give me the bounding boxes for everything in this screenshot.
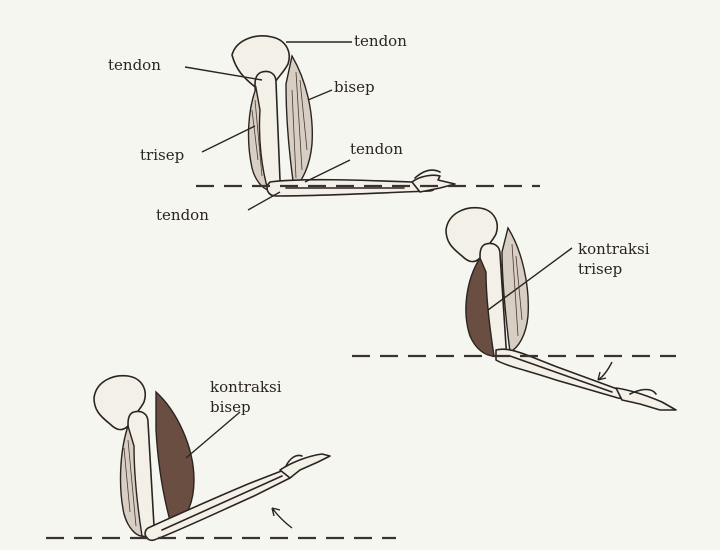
fig1-label-tendon-top-left: tendon [108, 56, 161, 74]
fig3-biceps-contracted [156, 392, 194, 528]
fig1-label-bisep: bisep [334, 78, 375, 96]
fig2-label-line1: kontraksi [578, 240, 650, 258]
fig3-motion-arrow-icon [272, 508, 292, 528]
fig2-label-line2: trisep [578, 260, 622, 278]
fig3-leader-kontraksi-bisep [186, 412, 240, 458]
fig3-label-line1: kontraksi [210, 378, 282, 396]
figure-3-biceps-contraction: kontraksi bisep [46, 376, 396, 541]
fig1-label-tendon-elbow-right: tendon [350, 140, 403, 158]
fig1-label-tendon-elbow-bottom: tendon [156, 206, 209, 224]
fig1-leader-bisep [308, 90, 332, 100]
fig1-label-trisep: trisep [140, 146, 184, 164]
fig1-label-tendon-top-right: tendon [354, 32, 407, 50]
figure-2-triceps-contraction: kontraksi trisep [352, 208, 676, 410]
fig3-label-line2: bisep [210, 398, 251, 416]
fig1-leader-tendon-elbow-right [305, 160, 350, 182]
figure-1-arm-relaxed: tendon tendon bisep trisep tendon tendon [108, 32, 540, 224]
fig1-leader-trisep [202, 126, 255, 152]
fig2-motion-arrow-icon [598, 362, 612, 380]
fig1-hand [412, 175, 455, 192]
fig3-hand [280, 454, 330, 478]
fig1-leader-tendon-elbow-bottom [248, 192, 280, 210]
fig2-hand [616, 388, 676, 410]
